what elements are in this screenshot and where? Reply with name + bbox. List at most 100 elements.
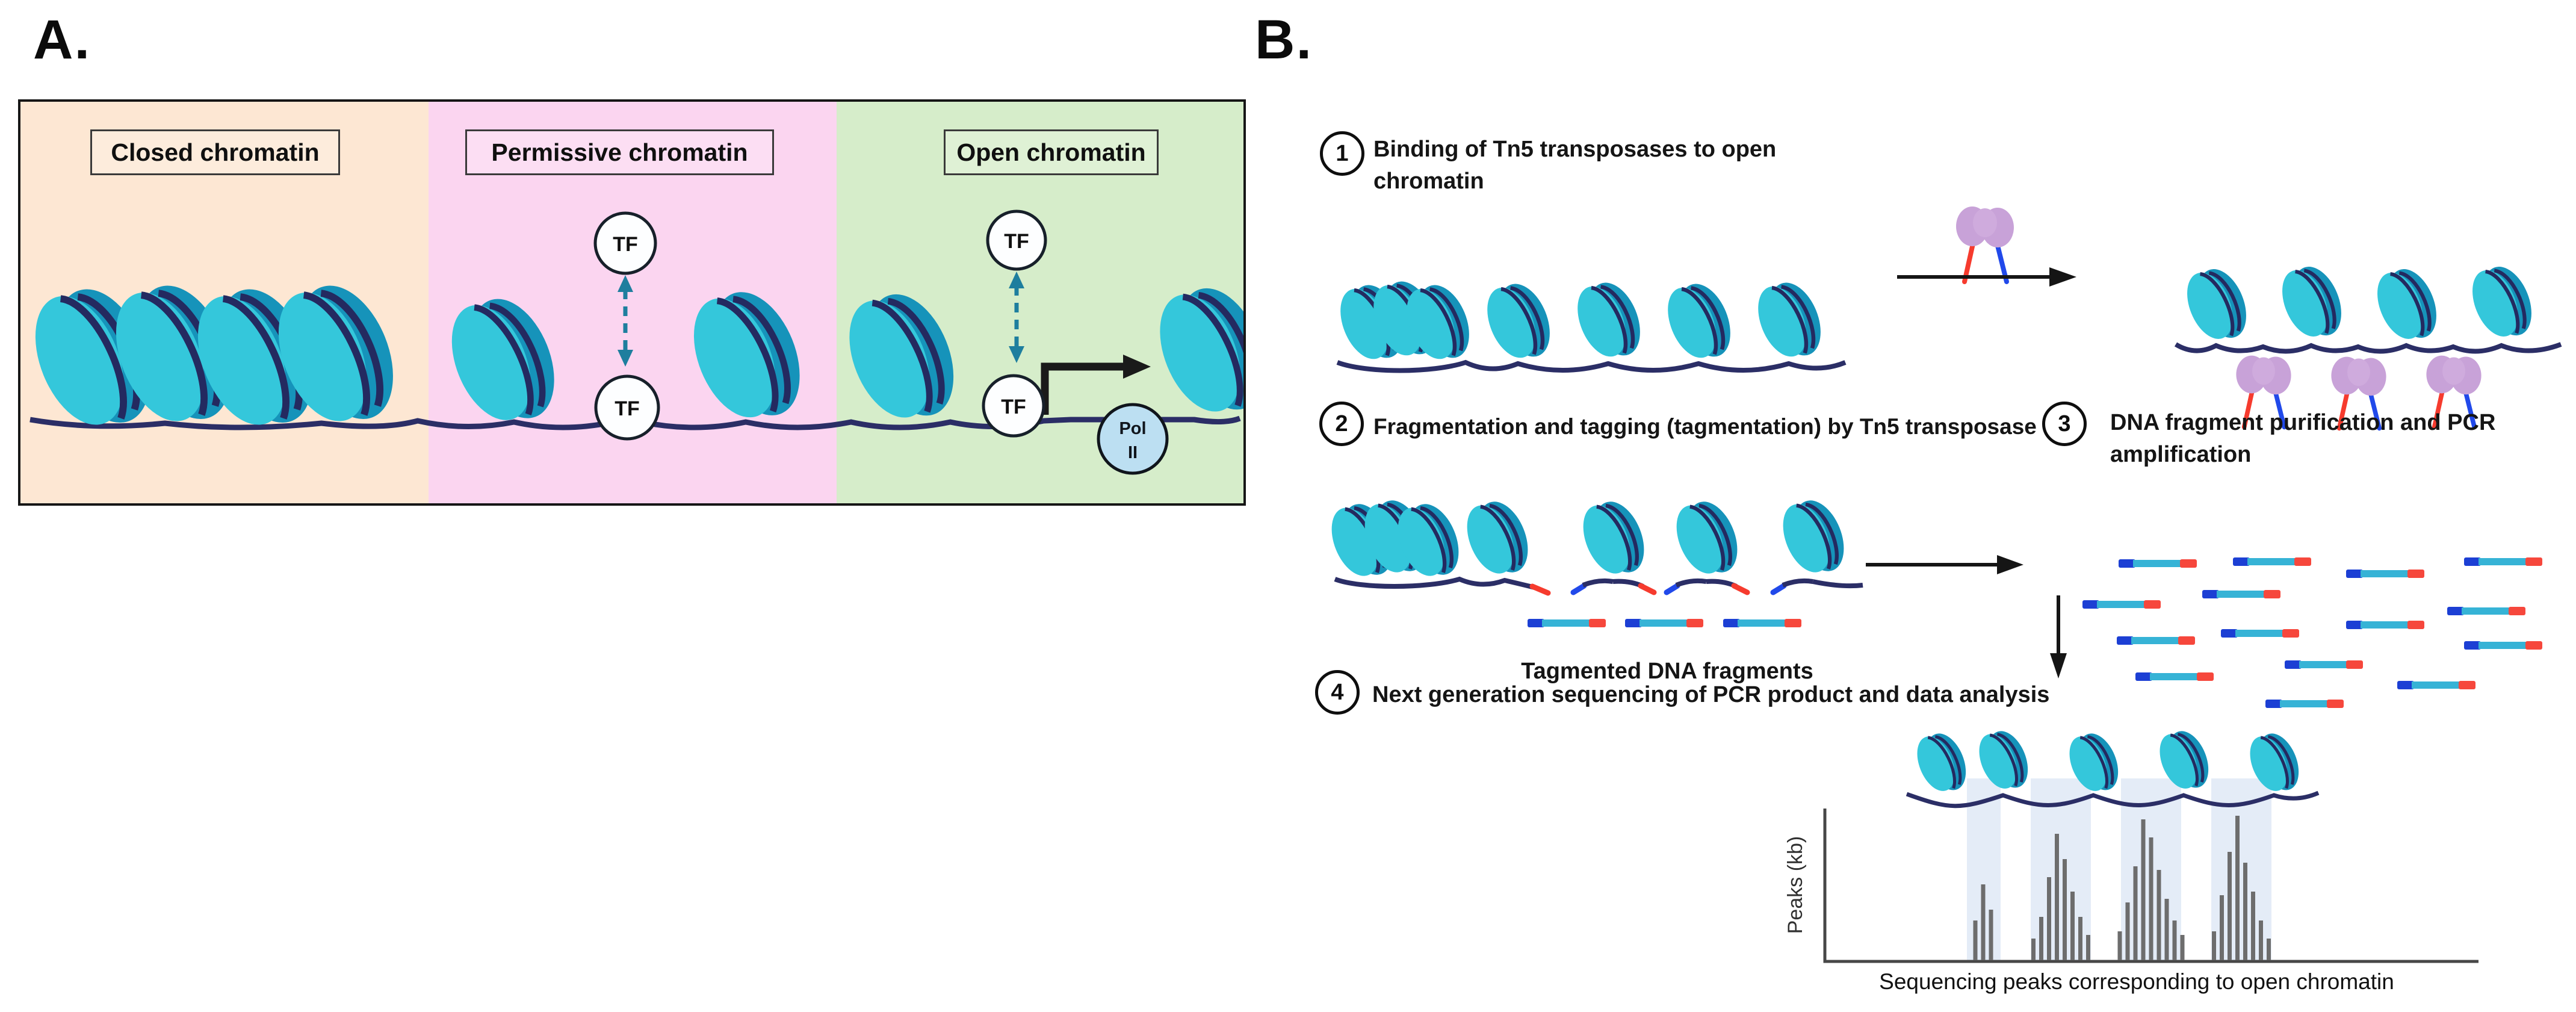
down-arrow	[2050, 595, 2067, 678]
blue-adapter-tag-icon	[1664, 583, 1680, 595]
tagged-nucleosome	[1570, 493, 1657, 595]
pol-ii-label: II	[1128, 443, 1138, 462]
nucleosome-icon	[2463, 258, 2540, 346]
nucleosome-icon	[2178, 261, 2255, 349]
dna-fragment-icon	[2397, 681, 2475, 689]
red-adapter-tag-icon	[1529, 583, 1551, 596]
peak-bar	[2251, 892, 2255, 960]
peak-bar	[2235, 816, 2240, 960]
transcription-arrow-icon	[1041, 362, 1127, 415]
transcription-arrowhead	[1123, 355, 1151, 379]
peak-bar	[2078, 917, 2082, 960]
tf-label: TF	[615, 397, 640, 420]
dna-fragment-icon	[1625, 619, 1703, 627]
peak-bar	[2180, 935, 2185, 960]
peak-bar	[2228, 852, 2232, 960]
nucleosome-icon	[1458, 493, 1537, 584]
tagged-nucleosome	[1770, 492, 1863, 595]
tn5-transposase-icon	[1956, 206, 2014, 282]
tf-label: TF	[1001, 396, 1026, 418]
peak-bar	[2063, 859, 2067, 960]
panel-a-artwork: TF TF TF TF Pol II	[20, 102, 1243, 503]
nucleosome-icon	[1659, 275, 1741, 368]
dna-fragment-icon	[2346, 570, 2424, 578]
step-1-illustration	[1324, 199, 2562, 452]
blue-adapter-tag-icon	[1770, 583, 1787, 595]
peak-bar	[2220, 895, 2224, 960]
dna-strand	[1336, 359, 1847, 373]
peak-bar	[2047, 877, 2051, 960]
peak-bar	[2086, 935, 2090, 960]
tf-circle	[594, 374, 660, 441]
dna-fragment-icon	[2464, 557, 2542, 566]
peak-bar	[2055, 834, 2059, 960]
step-1-number: 1	[1320, 131, 1364, 176]
dna-fragment-icon	[2285, 660, 2363, 669]
dna-strand	[1334, 576, 1535, 590]
step-2-text: Fragmentation and tagging (tagmentation)…	[1373, 414, 2037, 439]
peak-bar	[2031, 939, 2036, 960]
peak-bar	[2212, 931, 2216, 960]
tagged-nucleosome	[1664, 493, 1750, 595]
step-2-number: 2	[1319, 402, 1364, 446]
nucleosome-icon	[1910, 727, 1974, 799]
peak-bar	[2070, 892, 2075, 960]
step-4-text: Next generation sequencing of PCR produc…	[1372, 682, 2050, 707]
dna-fragment-icon	[2265, 700, 2344, 708]
step-4-number: 4	[1315, 670, 1360, 715]
peak-bar	[1989, 910, 1993, 960]
chart-axes	[1823, 809, 2478, 963]
step-3-illustration	[2082, 557, 2542, 708]
permissive-chromatin-label: Permissive chromatin	[465, 129, 774, 175]
blue-adapter-tag-icon	[1570, 583, 1587, 595]
dna-fragment-icon	[2117, 636, 2195, 645]
open-chromatin-label: Open chromatin	[944, 129, 1159, 175]
dna-fragment-icon	[2346, 621, 2424, 629]
dna-fragment-icon	[2082, 600, 2161, 609]
pol-ii-icon	[1097, 403, 1169, 475]
peak-bar	[2243, 863, 2247, 960]
tf-label: TF	[613, 233, 638, 256]
panel-a-letter: A.	[33, 9, 91, 70]
dna-strand	[2174, 342, 2562, 354]
peaks-chart: Peaks (kb)	[1784, 719, 2478, 963]
step-3-text: DNA fragment purification and PCR amplif…	[2110, 410, 2496, 467]
peak-bar	[2125, 902, 2130, 960]
tf-circle	[982, 374, 1045, 438]
dna-fragment-icon	[2221, 629, 2299, 638]
panel-b-letter: B.	[1255, 9, 1313, 70]
dna-fragment-icon	[2233, 557, 2311, 566]
peak-bar	[2259, 920, 2263, 960]
dna-strand	[29, 415, 1241, 430]
nucleosome-icon	[1574, 493, 1653, 584]
pol-ii-label: Pol	[1119, 419, 1146, 438]
peak-bars	[1973, 816, 2271, 960]
peak-bar	[2267, 939, 2271, 960]
peak-bar	[2172, 920, 2177, 960]
nucleosome-icon	[1667, 493, 1747, 584]
y-axis-label: Peaks (kb)	[1784, 836, 1807, 934]
nucleosome-icon	[2273, 258, 2350, 346]
dna-fragment-icon	[1528, 619, 1606, 627]
closed-chromatin-label: Closed chromatin	[90, 129, 340, 175]
peak-bar	[2156, 870, 2161, 960]
dna-fragment-icon	[1723, 619, 1801, 627]
dna-fragment-icon	[2202, 590, 2280, 598]
nucleosome-icon	[1478, 275, 1560, 368]
nucleosome-icon	[1774, 492, 1853, 583]
step-3-number: 3	[2042, 402, 2087, 446]
peak-bar	[2164, 899, 2169, 960]
peak-bar	[2141, 819, 2146, 960]
dna-fragment-icon	[2447, 607, 2525, 615]
peak-bar	[2149, 837, 2153, 960]
tf-circle	[986, 210, 1047, 271]
workflow-arrowhead	[2049, 267, 2076, 287]
nucleosome-icon	[1568, 274, 1650, 367]
dna-fragment-icon	[2135, 672, 2214, 681]
tf-circle	[593, 211, 657, 275]
chart-caption: Sequencing peaks corresponding to open c…	[1879, 969, 2394, 994]
tf-label: TF	[1004, 230, 1029, 253]
peak-bar	[1981, 884, 1986, 960]
tagmented-fragments-label: Tagmented DNA fragments	[1521, 659, 1813, 684]
